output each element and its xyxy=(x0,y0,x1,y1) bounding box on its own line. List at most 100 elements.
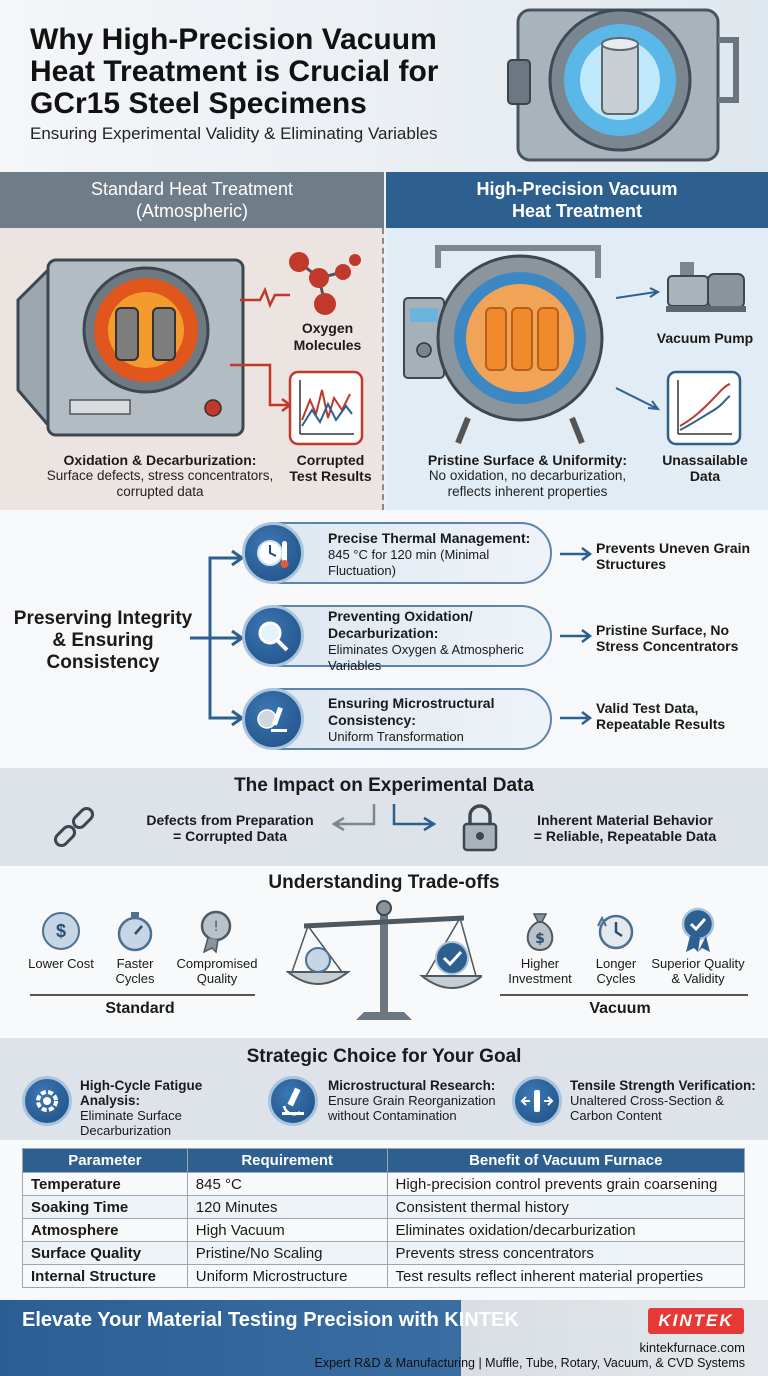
table-row: Internal Structure Uniform Microstructur… xyxy=(22,1264,746,1288)
thermal-result: Prevents Uneven Grain Structures xyxy=(596,540,751,572)
impact-left-line2: = Corrupted Data xyxy=(173,828,287,844)
oxygen-molecules-icon xyxy=(289,252,361,315)
clean-chart-icon xyxy=(666,370,742,446)
impact-right-line1: Inherent Material Behavior xyxy=(537,812,713,828)
table-cell: Temperature xyxy=(22,1172,188,1196)
vacuum-furnace-icon xyxy=(403,245,604,445)
microscope-goal-icon xyxy=(268,1076,318,1126)
corrupted-results-label: Corrupted Test Results xyxy=(289,452,372,484)
table-row: Atmosphere High Vacuum Eliminates oxidat… xyxy=(22,1218,746,1242)
vacuum-furnace-hero-icon xyxy=(507,8,739,162)
table-cell: Atmosphere xyxy=(22,1218,188,1242)
goal-tensile: Tensile Strength Verification: Unaltered… xyxy=(570,1078,760,1123)
standard-divider xyxy=(30,994,255,996)
branch-connector-icon xyxy=(190,549,245,727)
vacuum-caption-title: Pristine Surface & Uniformity: xyxy=(427,452,628,468)
goal-microstructure: Microstructural Research: Ensure Grain R… xyxy=(328,1078,508,1123)
dollar-icon: $ xyxy=(42,912,80,950)
blue-arrows-icon xyxy=(615,287,661,411)
page-subtitle: Ensuring Experimental Validity & Elimina… xyxy=(30,124,438,143)
oxidation-result: Pristine Surface, No Stress Concentrator… xyxy=(596,622,739,654)
microstructure-text: Ensuring Microstructural Consistency: Un… xyxy=(328,695,543,745)
impact-section xyxy=(0,768,768,866)
thermal-title: Precise Thermal Management: xyxy=(328,530,531,546)
goal-fatigue-text: Eliminate Surface Decarburization xyxy=(80,1108,182,1138)
svg-text:!: ! xyxy=(213,919,219,935)
standard-caption: Oxidation & Decarburization: Surface def… xyxy=(30,452,290,500)
atmospheric-furnace-icon xyxy=(16,258,245,437)
table-cell: Consistent thermal history xyxy=(386,1195,746,1219)
vacuum-group-label: Vacuum xyxy=(589,1000,651,1017)
footer-headline: Elevate Your Material Testing Precision … xyxy=(22,1309,519,1331)
goal-microstructure-text: Ensure Grain Reorganization without Cont… xyxy=(328,1093,496,1123)
table-cell: 120 Minutes xyxy=(186,1195,388,1219)
balance-scale-icon xyxy=(286,900,482,1020)
impact-right-line2: = Reliable, Repeatable Data xyxy=(533,828,717,844)
impact-title: The Impact on Experimental Data xyxy=(234,775,534,796)
impact-left-line1: Defects from Preparation xyxy=(146,812,314,828)
impact-left: Defects from Preparation = Corrupted Dat… xyxy=(120,812,340,844)
table-cell: 845 °C xyxy=(186,1172,388,1196)
stopwatch-icon xyxy=(117,912,153,952)
spec-table: Parameter Requirement Benefit of Vacuum … xyxy=(22,1148,746,1288)
microstructure-result: Valid Test Data, Repeatable Results xyxy=(596,700,726,732)
integrity-title: Preserving Integrity & Ensuring Consiste… xyxy=(13,608,193,673)
standard-group-label: Standard xyxy=(105,1000,175,1017)
table-cell: High-precision control prevents grain co… xyxy=(386,1172,746,1196)
table-cell: Internal Structure xyxy=(22,1264,188,1288)
goal-microstructure-title: Microstructural Research: xyxy=(328,1078,496,1093)
standard-item-quality: Compromised Quality xyxy=(176,956,258,986)
vacuum-caption-text: No oxidation, no decarburization, reflec… xyxy=(428,468,627,499)
gear-icon xyxy=(22,1076,72,1126)
goal-title: Strategic Choice for Your Goal xyxy=(246,1046,522,1067)
vacuum-pump-label: Vacuum Pump xyxy=(656,330,754,346)
clock-thermometer-icon xyxy=(242,522,304,584)
table-row: Temperature 845 °C High-precision contro… xyxy=(22,1172,746,1196)
table-row: Soaking Time 120 Minutes Consistent ther… xyxy=(22,1195,746,1219)
vacuum-column-title: High-Precision Vacuum Heat Treatment xyxy=(386,172,768,228)
result-arrows-icon xyxy=(560,547,593,725)
svg-text:$: $ xyxy=(535,931,545,947)
vacuum-item-quality: Superior Quality & Validity xyxy=(651,956,745,986)
footer-website[interactable]: kintekfurnace.com xyxy=(639,1340,746,1355)
vacuum-item-cycles: Longer Cycles xyxy=(595,956,637,986)
quality-badge-icon xyxy=(681,907,715,952)
table-header: Parameter xyxy=(22,1148,188,1173)
vacuum-pump-icon xyxy=(666,262,746,312)
lock-icon xyxy=(462,804,498,852)
standard-column-title: Standard Heat Treatment (Atmospheric) xyxy=(0,172,384,228)
goal-tensile-title: Tensile Strength Verification: xyxy=(570,1078,756,1093)
oxygen-label: Oxygen Molecules xyxy=(293,320,362,353)
table-cell: Prevents stress concentrators xyxy=(386,1241,746,1265)
footer xyxy=(0,1300,768,1376)
table-cell: Soaking Time xyxy=(22,1195,188,1219)
tradeoffs-title: Understanding Trade-offs xyxy=(268,872,500,893)
broken-chain-icon xyxy=(53,806,95,848)
table-cell: Test results reflect inherent material p… xyxy=(386,1264,746,1288)
table-header: Requirement xyxy=(186,1148,388,1173)
standard-item-cycles: Faster Cycles xyxy=(115,956,155,986)
badge-warning-icon: ! xyxy=(200,910,232,954)
vacuum-divider xyxy=(500,994,748,996)
impact-arrows-icon xyxy=(331,804,437,832)
goal-section xyxy=(0,1038,768,1140)
table-cell: High Vacuum xyxy=(186,1218,388,1242)
table-cell: Pristine/No Scaling xyxy=(186,1241,388,1265)
thermal-management-text: Precise Thermal Management: 845 °C for 1… xyxy=(328,530,543,579)
magnifier-icon xyxy=(242,605,304,667)
microstructure-detail: Uniform Transformation xyxy=(328,729,464,744)
impact-right: Inherent Material Behavior = Reliable, R… xyxy=(510,812,740,844)
vacuum-caption: Pristine Surface & Uniformity: No oxidat… xyxy=(410,452,645,500)
table-cell: Uniform Microstructure xyxy=(186,1264,388,1288)
oxidation-title: Preventing Oxidation/ Decarburization: xyxy=(328,608,473,641)
table-cell: Surface Quality xyxy=(22,1241,188,1265)
standard-item-cost: Lower Cost xyxy=(28,956,94,971)
vacuum-item-investment: Higher Investment xyxy=(508,956,572,986)
oxidation-detail: Eliminates Oxygen & Atmospheric Variable… xyxy=(328,642,524,673)
cycle-clock-icon xyxy=(597,914,634,950)
kintek-logo: KINTEK xyxy=(648,1308,744,1334)
corrupted-chart-icon xyxy=(288,370,364,446)
unassailable-data-label: Unassailable Data xyxy=(662,452,748,484)
goal-fatigue-title: High-Cycle Fatigue Analysis: xyxy=(80,1078,203,1108)
thermal-detail: 845 °C for 120 min (Minimal Fluctuation) xyxy=(328,547,490,578)
